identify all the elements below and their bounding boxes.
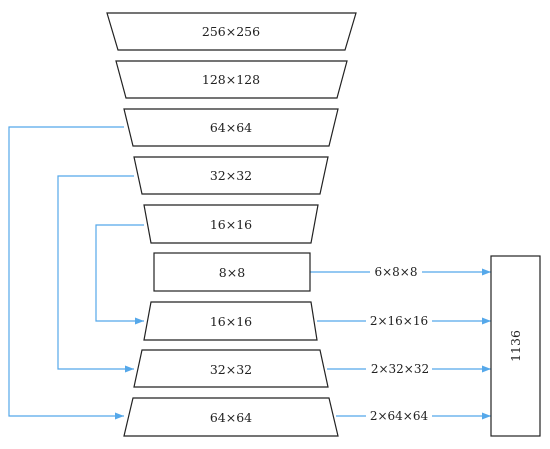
encoder-block-16: 16×16 — [143, 204, 319, 244]
skip-connection-32 — [57, 175, 134, 373]
node-label: 64×64 — [210, 410, 252, 425]
node-label: 32×32 — [210, 362, 252, 377]
node-label: 16×16 — [210, 314, 252, 329]
skip-connection-16 — [95, 224, 144, 325]
edge-label: 6×8×8 — [374, 265, 417, 279]
edge-label: 2×32×32 — [371, 362, 429, 376]
output-label: 1136 — [508, 330, 523, 362]
bottleneck-block-8: 8×8 — [153, 252, 311, 292]
encoder-block-128: 128×128 — [115, 60, 348, 99]
node-label: 256×256 — [202, 24, 260, 39]
edge-label: 2×64×64 — [370, 409, 429, 423]
decoder-block-64: 64×64 — [123, 397, 339, 437]
node-label: 32×32 — [210, 168, 252, 183]
encoder-block-32: 32×32 — [133, 156, 329, 195]
edge-label: 2×16×16 — [370, 314, 428, 328]
encoder-block-256: 256×256 — [106, 12, 357, 51]
node-label: 128×128 — [202, 72, 260, 87]
encoder-block-64: 64×64 — [123, 108, 339, 147]
node-label: 16×16 — [210, 217, 252, 232]
node-label: 64×64 — [210, 120, 252, 135]
output-block: 1136 — [490, 255, 541, 437]
skip-connection-64 — [8, 126, 124, 420]
decoder-block-32: 32×32 — [133, 349, 329, 388]
node-label: 8×8 — [219, 265, 245, 280]
decoder-block-16: 16×16 — [143, 301, 318, 341]
